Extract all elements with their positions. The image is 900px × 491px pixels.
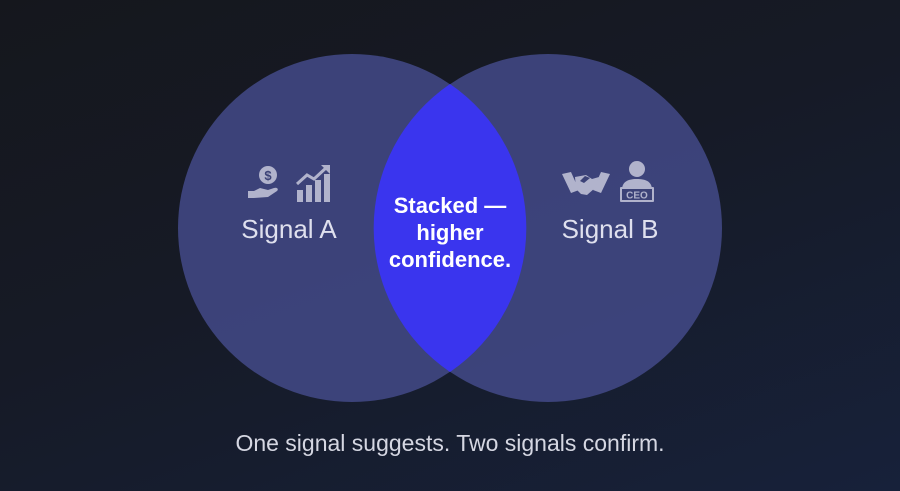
- intersection-line-2: higher: [416, 220, 484, 245]
- svg-text:$: $: [264, 168, 272, 183]
- signal-a-label: Signal A: [241, 214, 337, 244]
- growth-chart-icon: [295, 165, 330, 202]
- ceo-icon: CEO: [620, 161, 654, 202]
- intersection-line-1: Stacked —: [393, 193, 507, 218]
- caption: One signal suggests. Two signals confirm…: [235, 430, 665, 456]
- ceo-badge-text: CEO: [626, 191, 648, 202]
- intersection-label: Stacked — higher confidence.: [370, 192, 530, 273]
- handshake-icon: [562, 172, 610, 195]
- money-hand-icon: $: [248, 166, 278, 198]
- intersection-lens: [373, 84, 527, 372]
- signal-b-label: Signal B: [561, 214, 659, 244]
- intersection-line-3: confidence.: [388, 247, 512, 272]
